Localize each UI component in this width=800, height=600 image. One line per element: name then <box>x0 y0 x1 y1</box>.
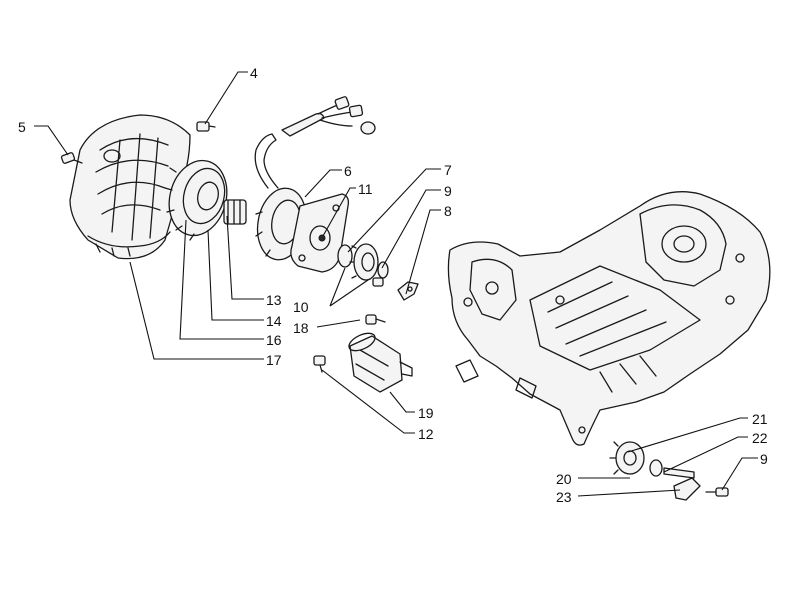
callout-23: 23 <box>556 489 572 505</box>
bolt-and-clip-part <box>372 277 419 301</box>
leader-14 <box>207 229 264 321</box>
screw-part-5 <box>60 152 83 164</box>
stator-wiring-part <box>254 96 376 261</box>
callout-21: 21 <box>752 411 768 427</box>
leader-22 <box>663 436 748 473</box>
callout-5: 5 <box>18 119 26 135</box>
leader-6 <box>304 169 342 198</box>
callout-20: 20 <box>556 471 572 487</box>
callout-13: 13 <box>266 292 282 308</box>
cooling-fan-part <box>164 159 228 241</box>
screw-part-4 <box>196 121 216 132</box>
callout-6: 6 <box>344 163 352 179</box>
leader-9a <box>381 189 441 269</box>
leader-13 <box>226 215 264 300</box>
leader-7 <box>347 168 441 253</box>
leader-lines <box>34 71 758 497</box>
callout-11: 11 <box>358 181 373 197</box>
leader-4 <box>204 71 248 125</box>
callout-9a: 9 <box>444 183 452 199</box>
callout-19: 19 <box>418 405 434 421</box>
leader-11 <box>322 187 356 237</box>
callout-labels: 4 5 6 11 7 9 8 13 14 16 17 10 18 19 12 2… <box>18 65 768 505</box>
flywheel-hub-part <box>223 199 247 225</box>
leader-19 <box>389 391 415 413</box>
leader-10b <box>329 267 346 307</box>
leader-18 <box>316 319 361 328</box>
crankcase-part <box>447 191 771 446</box>
callout-8: 8 <box>444 203 452 219</box>
callout-16: 16 <box>266 332 282 348</box>
leader-17 <box>129 261 264 360</box>
leader-5 <box>34 125 69 156</box>
screw-part-12 <box>313 355 326 373</box>
callout-17: 17 <box>266 352 282 368</box>
leader-8 <box>405 209 441 295</box>
callout-10: 10 <box>293 299 309 315</box>
callout-22: 22 <box>752 430 768 446</box>
callout-4: 4 <box>250 65 258 81</box>
callout-9b: 9 <box>760 451 768 467</box>
kickstart-gear-assembly-part <box>609 441 729 501</box>
callout-14: 14 <box>266 313 282 329</box>
callout-12: 12 <box>418 426 434 442</box>
leader-12 <box>321 369 415 434</box>
leader-9b <box>721 457 758 491</box>
starter-gear-part <box>337 243 389 281</box>
callout-18: 18 <box>293 320 309 336</box>
stator-plate-part <box>290 193 350 273</box>
screw-part-18 <box>365 314 386 325</box>
starter-motor-part <box>348 332 413 393</box>
leader-16 <box>179 219 264 340</box>
leader-21 <box>627 417 748 453</box>
leader-23 <box>577 489 681 497</box>
leader-10a <box>329 279 369 307</box>
callout-7: 7 <box>444 162 452 178</box>
